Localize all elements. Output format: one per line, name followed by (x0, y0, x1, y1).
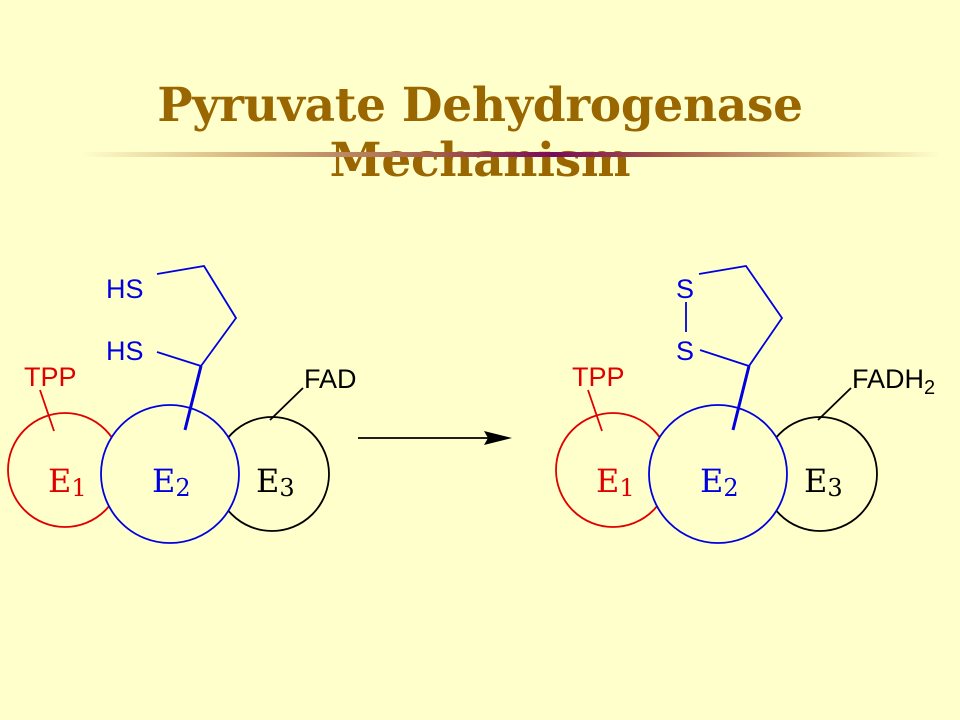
right-e3-label: E3 (804, 462, 843, 502)
left-lipoyl-stem (183, 365, 203, 431)
left-e1-label: E1 (48, 462, 87, 502)
left-e2-circle (100, 404, 240, 544)
left-hs-top-label: HS (106, 274, 144, 304)
left-hs-bottom-label: HS (106, 336, 144, 366)
left-e3-label: E3 (256, 462, 295, 502)
left-complex (7, 265, 330, 544)
left-fad-label: FAD (304, 364, 357, 394)
right-fadh2-bond (817, 387, 852, 421)
reaction-arrow (358, 431, 512, 445)
left-tpp-label: TPP (24, 362, 77, 392)
right-lipoyl-stem (731, 365, 751, 431)
right-s-top-label: S (676, 274, 694, 304)
right-e2-circle (648, 404, 788, 544)
right-dithiolane-ring (698, 265, 784, 368)
left-e2-label: E2 (152, 462, 191, 502)
left-fad-bond (269, 387, 304, 421)
title-underline (80, 152, 940, 157)
right-fadh2-label: FADH2 (852, 364, 935, 399)
right-tpp-bond (587, 389, 603, 432)
right-e1-label: E1 (596, 462, 635, 502)
right-complex (555, 265, 878, 544)
left-tpp-bond (39, 389, 55, 432)
arrow-head (484, 431, 512, 445)
right-tpp-label: TPP (572, 362, 625, 392)
left-hs-bond (156, 351, 202, 367)
right-e2-label: E2 (700, 462, 739, 502)
right-s-bottom-label: S (676, 336, 694, 366)
left-lipoyl-arm (156, 265, 238, 367)
slide-title: Pyruvate Dehydrogenase Mechanism (157, 78, 803, 188)
